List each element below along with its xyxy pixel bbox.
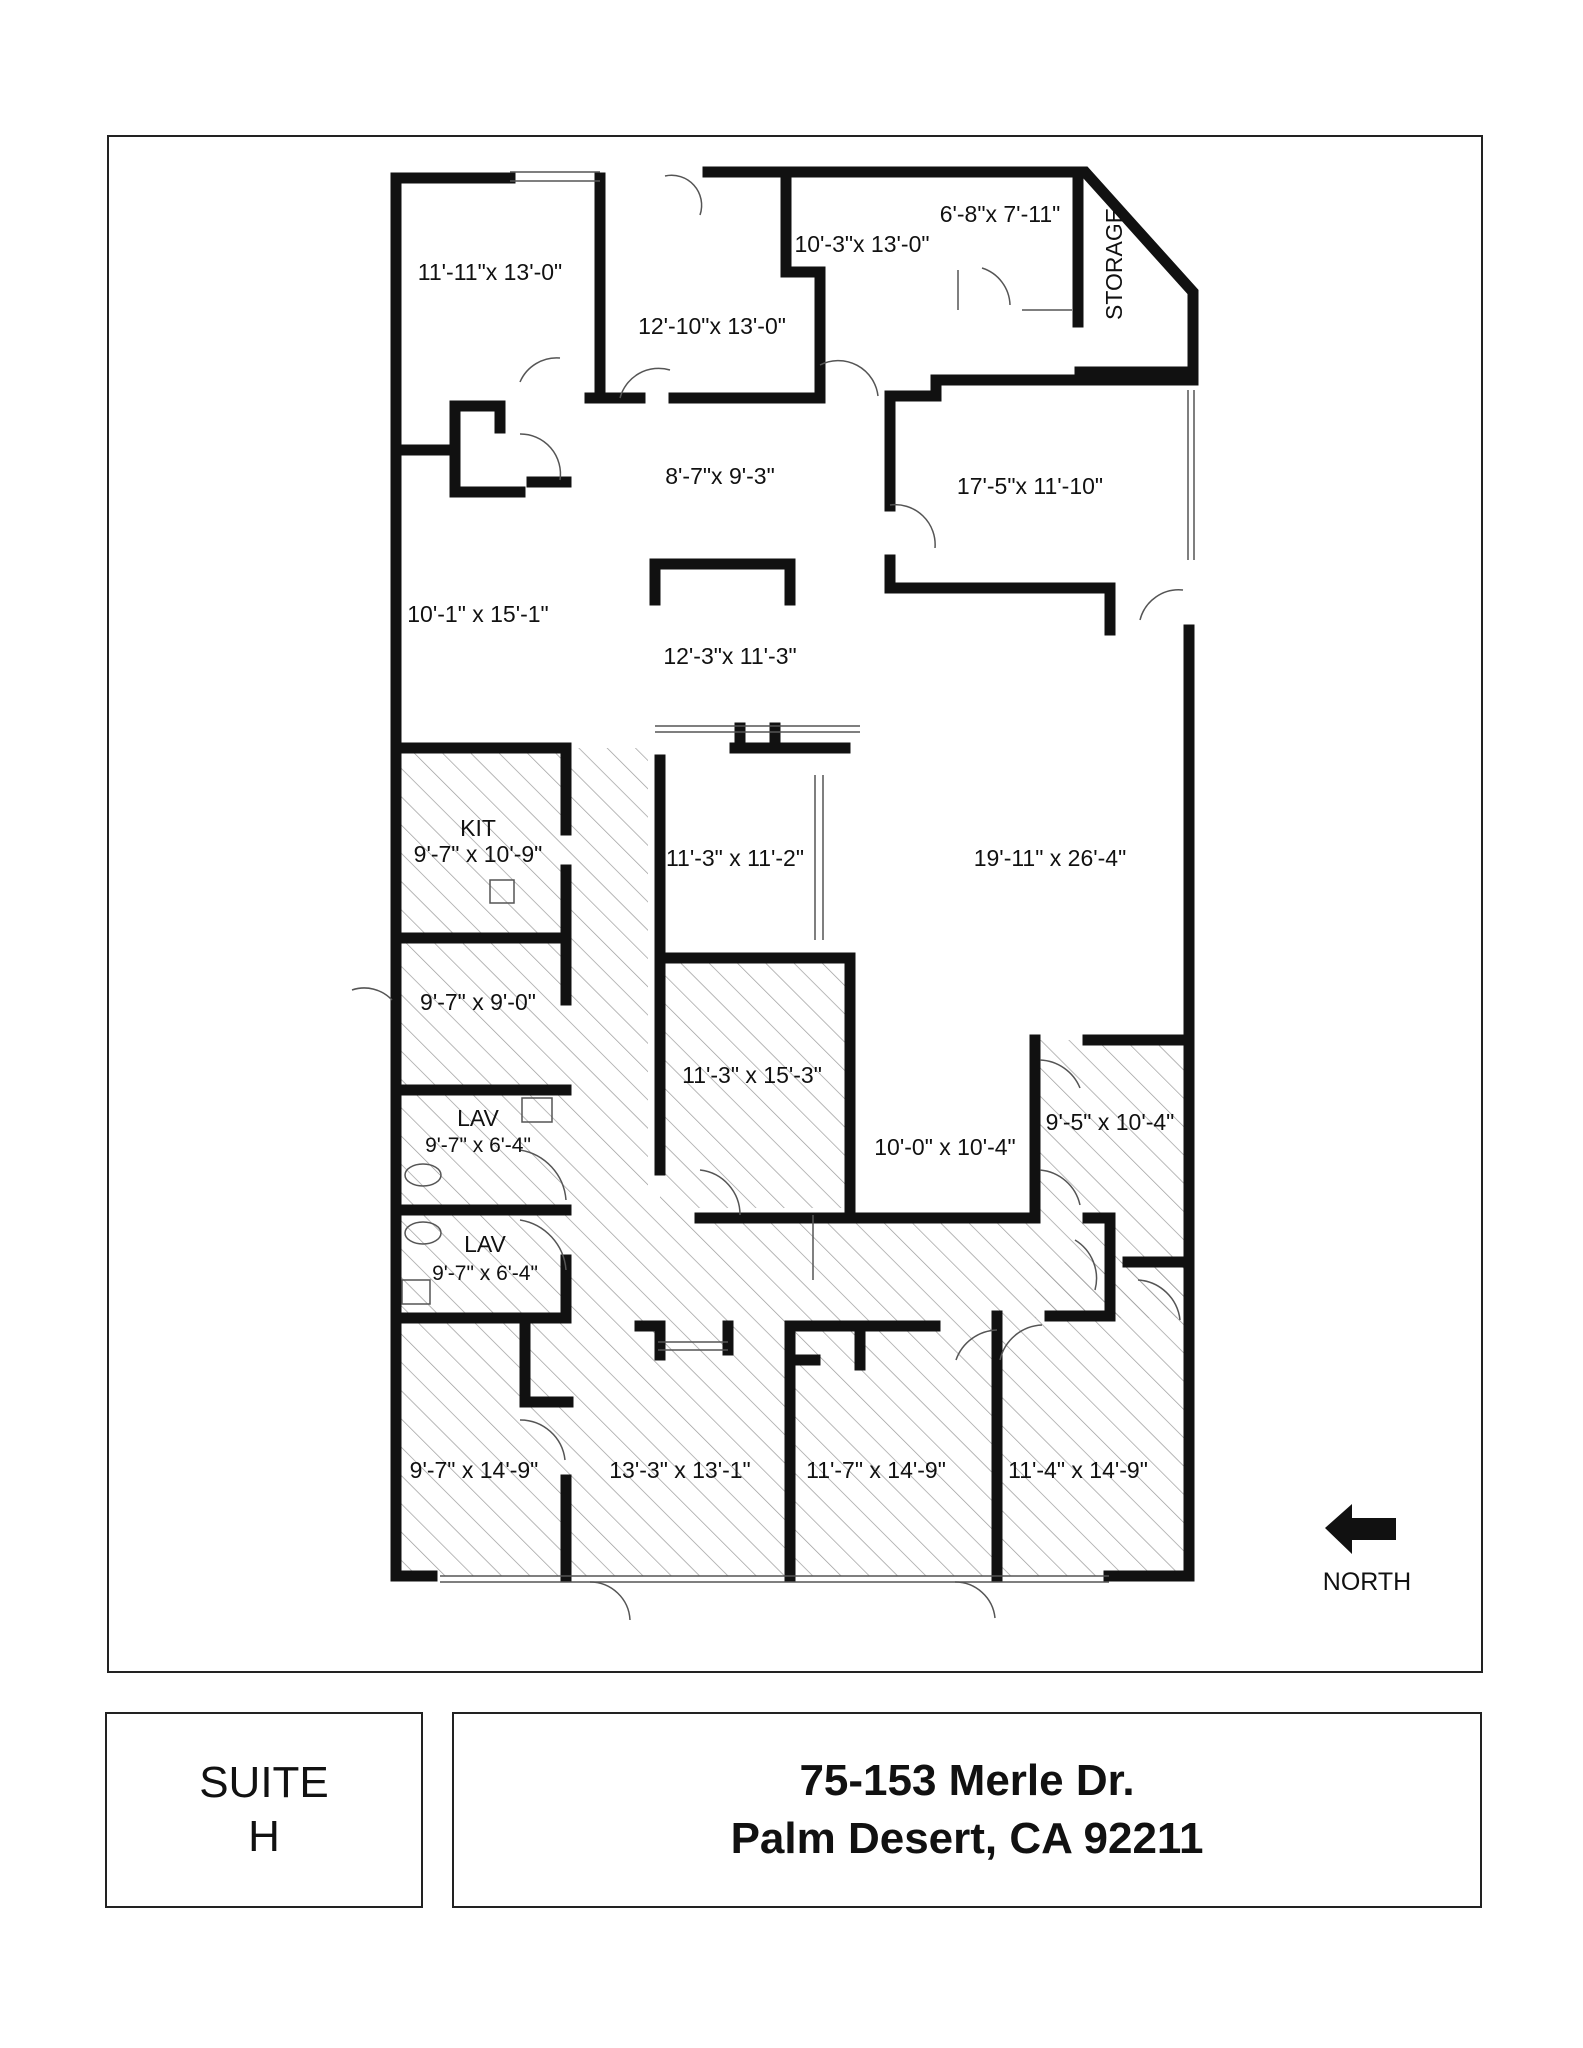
room-label: 6'-8"x 7'-11" (940, 201, 1061, 227)
room-label: 11'-3" x 11'-2" (666, 845, 804, 871)
room-label: 9'-5" x 10'-4" (1046, 1109, 1175, 1135)
room-label: STORAGE (1101, 208, 1127, 320)
room-label: 11'-3" x 15'-3" (682, 1062, 822, 1088)
room-label: 12'-3"x 11'-3" (663, 643, 796, 669)
room-label: 11'-4" x 14'-9" (1008, 1457, 1148, 1483)
room-label: 19'-11" x 26'-4" (974, 845, 1127, 871)
room-label: 10'-3"x 13'-0" (794, 231, 929, 257)
drawing-frame (107, 135, 1483, 1673)
room-label: 11'-11"x 13'-0" (418, 259, 562, 285)
suite-label: SUITE (199, 1758, 329, 1807)
room-label: LAV (457, 1105, 499, 1131)
address-box: 75-153 Merle Dr. Palm Desert, CA 92211 (452, 1712, 1482, 1908)
room-label: 10'-1" x 15'-1" (407, 601, 548, 627)
room-labels: 11'-11"x 13'-0" 12'-10"x 13'-0" 10'-3"x … (407, 201, 1174, 1483)
room-label: 8'-7"x 9'-3" (665, 463, 775, 489)
suite-letter: H (248, 1812, 280, 1861)
thin-details (351, 171, 1195, 1621)
room-label: LAV (464, 1231, 506, 1257)
room-label: 9'-7" x 9'-0" (420, 989, 536, 1015)
address-city: Palm Desert, CA 92211 (730, 1814, 1204, 1863)
room-label: 13'-3" x 13'-1" (609, 1457, 750, 1483)
walls (390, 166, 1199, 1582)
room-label: 9'-7" x 6'-4" (425, 1134, 531, 1157)
north-label: NORTH (1323, 1568, 1411, 1596)
room-label: 11'-7" x 14'-9" (806, 1457, 946, 1483)
suite-box: SUITE H (105, 1712, 423, 1908)
room-label: 10'-0" x 10'-4" (874, 1134, 1015, 1160)
north-arrow-icon (1325, 1504, 1396, 1554)
room-label: 9'-7" x 10'-9" (414, 841, 543, 867)
room-label: KIT (460, 815, 496, 841)
room-label: 9'-7" x 14'-9" (410, 1457, 539, 1483)
address-street: 75-153 Merle Dr. (799, 1756, 1135, 1805)
room-label: 9'-7" x 6'-4" (432, 1262, 538, 1285)
room-label: 12'-10"x 13'-0" (638, 313, 786, 339)
room-label: 17'-5"x 11'-10" (957, 473, 1103, 499)
